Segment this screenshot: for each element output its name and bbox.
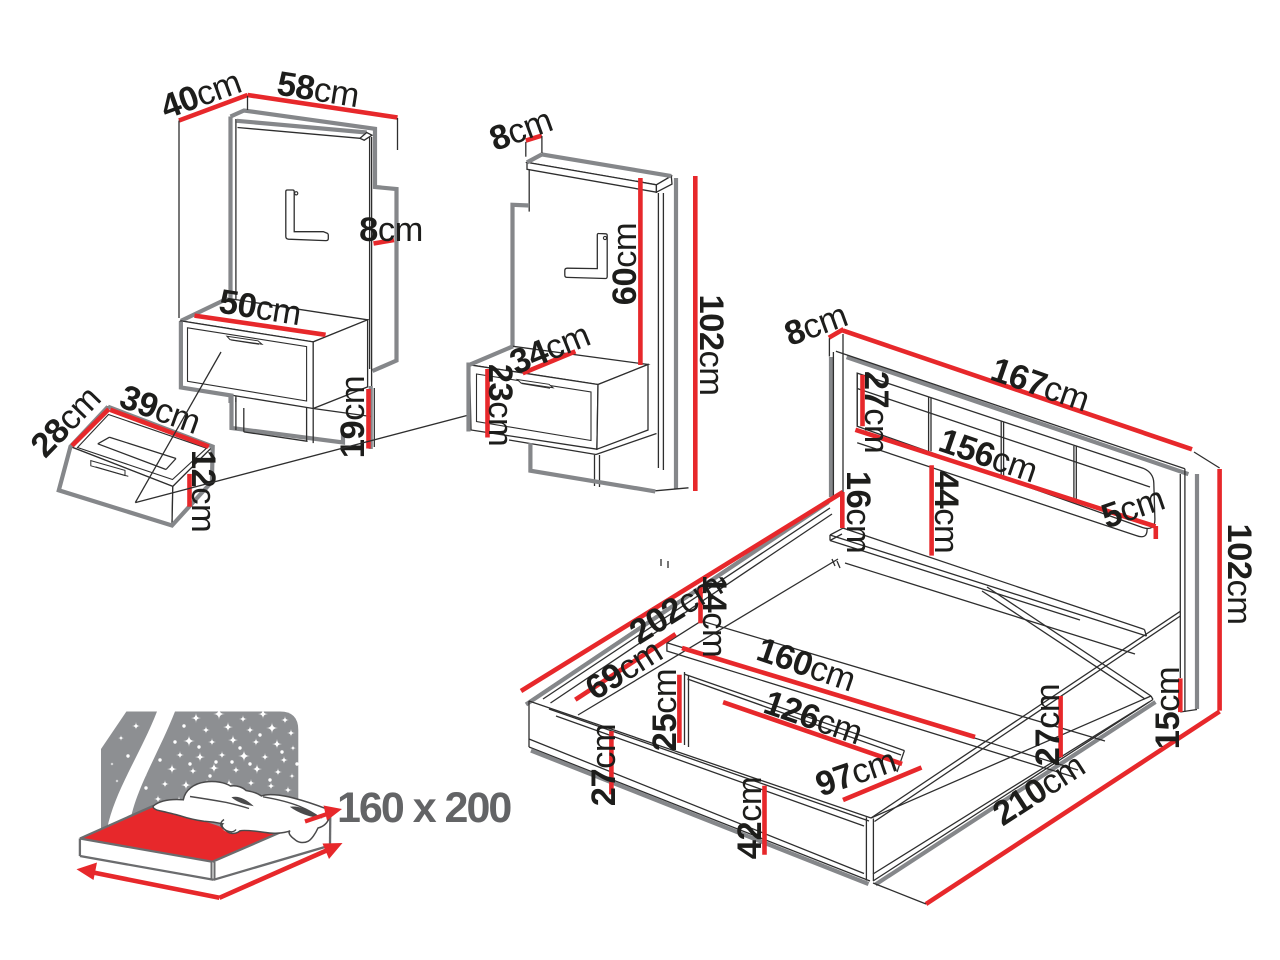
svg-text:19cm: 19cm <box>334 376 372 458</box>
svg-text:27cm: 27cm <box>585 724 623 806</box>
svg-text:60cm: 60cm <box>606 223 644 305</box>
svg-text:12cm: 12cm <box>184 450 222 532</box>
svg-text:102cm: 102cm <box>692 294 730 395</box>
svg-text:42cm: 42cm <box>731 777 769 859</box>
svg-text:14cm: 14cm <box>695 575 733 657</box>
svg-text:27cm: 27cm <box>857 371 895 453</box>
svg-text:27cm: 27cm <box>1029 684 1067 766</box>
svg-text:16cm: 16cm <box>839 471 877 553</box>
svg-text:160 x 200: 160 x 200 <box>337 784 511 832</box>
svg-text:44cm: 44cm <box>927 471 965 553</box>
svg-text:102cm: 102cm <box>1220 523 1258 624</box>
svg-text:25cm: 25cm <box>646 669 684 751</box>
svg-text:15cm: 15cm <box>1149 667 1187 749</box>
svg-text:23cm: 23cm <box>481 364 519 446</box>
svg-text:8cm: 8cm <box>359 211 423 249</box>
